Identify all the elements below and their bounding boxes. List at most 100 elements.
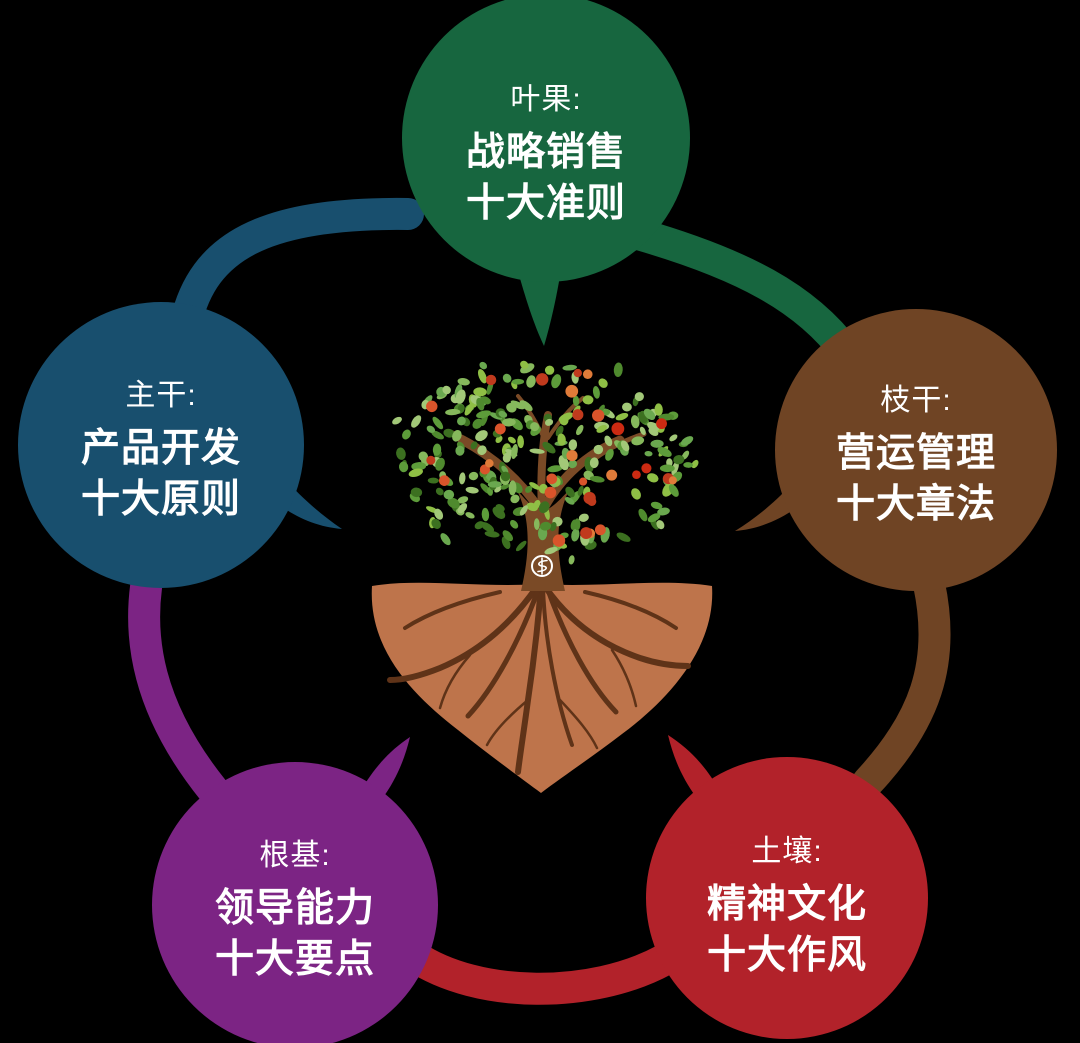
leaf-shape <box>411 462 427 471</box>
leaf-shape <box>533 518 540 530</box>
leaf-shape <box>502 373 512 383</box>
leaf-shape <box>631 488 641 500</box>
fruit-shape <box>565 384 579 398</box>
leaf-shape <box>630 415 640 429</box>
fruit-shape <box>438 475 450 486</box>
leaf-shape <box>547 465 563 473</box>
leaf-shape <box>432 416 444 430</box>
leaf-shape <box>457 503 468 514</box>
leaf-shape <box>464 402 474 416</box>
leaf-shape <box>443 428 455 438</box>
leaf-shape <box>475 430 488 442</box>
leaf-shape <box>517 435 524 449</box>
leaf-shape <box>530 422 540 432</box>
leaf-shape <box>578 513 589 522</box>
leaf-shape <box>432 443 442 456</box>
fruit-shape <box>592 409 605 422</box>
fruit-shape <box>572 409 584 421</box>
leaf-shape <box>502 418 516 427</box>
fruit-shape <box>594 524 606 536</box>
fruit-shape <box>535 373 549 386</box>
leaf-shape <box>508 480 517 496</box>
leaf-shape <box>507 436 516 444</box>
leaf-shape <box>568 555 575 565</box>
leaf-shape <box>392 416 402 425</box>
leaf-shape <box>500 471 511 482</box>
leaf-shape <box>510 400 525 410</box>
leaf-shape <box>668 484 679 497</box>
leaf-shape <box>577 485 584 496</box>
fruit-shape <box>573 368 582 378</box>
node-circle-branches <box>775 309 1057 591</box>
leaf-shape <box>452 430 462 442</box>
leaf-shape <box>477 368 487 384</box>
leaf-shape <box>487 481 502 488</box>
leaf-shape <box>657 446 672 458</box>
leaf-shape <box>564 497 575 505</box>
leaf-shape <box>476 410 492 419</box>
leaf-shape <box>650 439 664 448</box>
leaf-shape <box>443 489 455 500</box>
leaf-shape <box>650 501 663 510</box>
fruit-shape <box>552 534 566 547</box>
leaf-shape <box>570 519 578 530</box>
leaf-shape <box>479 361 488 370</box>
leaf-shape <box>533 499 541 509</box>
fruit-shape <box>426 455 436 465</box>
leaf-shape <box>473 387 487 397</box>
leaf-shape <box>582 395 594 405</box>
leaf-shape <box>481 507 490 522</box>
fruit-shape <box>611 422 625 436</box>
fruit-shape <box>656 418 667 430</box>
leaf-shape <box>472 418 483 429</box>
leaf-shape <box>589 475 605 483</box>
fruit-shape <box>566 449 578 462</box>
leaf-shape <box>596 424 607 433</box>
leaf-shape <box>442 385 451 395</box>
leaf-shape <box>465 512 475 519</box>
leaf-shape <box>511 444 518 460</box>
leaf-shape <box>593 444 604 455</box>
fruit-shape <box>544 486 557 499</box>
leaf-shape <box>539 521 552 531</box>
leaf-shape <box>529 482 540 490</box>
leaf-shape <box>542 441 556 454</box>
leaf-shape <box>634 392 644 402</box>
brand-logo-icon <box>531 555 553 577</box>
leaf-shape <box>568 439 578 451</box>
leaf-shape <box>477 445 487 456</box>
leaf-shape <box>411 415 422 428</box>
leaf-shape <box>572 395 580 407</box>
leaf-shape <box>680 436 694 446</box>
fruit-shape <box>632 470 641 480</box>
fruit-shape <box>668 476 677 485</box>
leaf-shape <box>538 501 550 514</box>
leaf-shape <box>551 374 562 389</box>
leaf-shape <box>402 429 411 440</box>
leaf-shape <box>598 378 608 388</box>
pointer-red <box>668 735 718 797</box>
leaf-shape <box>440 533 451 546</box>
trunk <box>517 490 569 591</box>
fruit-shape <box>494 423 506 435</box>
leaf-shape <box>647 473 659 483</box>
leaf-shape <box>673 454 685 465</box>
leaf-shape <box>613 362 623 378</box>
leaf-shape <box>510 494 520 504</box>
leaf-shape <box>589 457 599 469</box>
pointer-purple <box>360 737 410 799</box>
fruit-shape <box>583 491 596 505</box>
leaf-shape <box>562 364 577 371</box>
connector-purple-to-blue <box>128 540 229 806</box>
fruit-shape <box>579 477 588 486</box>
fruit-shape <box>641 463 652 474</box>
leaf-shape <box>459 472 466 485</box>
leaf-shape <box>435 457 445 471</box>
fruit-shape <box>426 400 438 413</box>
leaf-shape <box>431 518 441 529</box>
leaf-shape <box>605 448 614 461</box>
leaf-shape <box>559 415 569 426</box>
node-circle-trunk <box>18 302 304 588</box>
